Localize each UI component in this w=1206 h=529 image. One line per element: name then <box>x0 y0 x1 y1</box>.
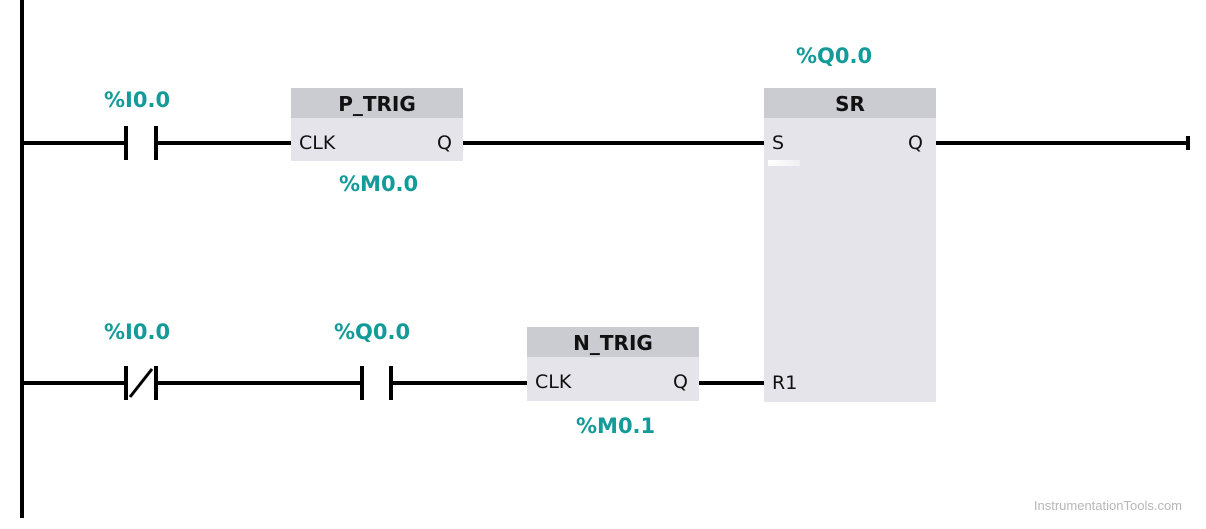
rung2-wire-nc-to-no <box>158 381 360 385</box>
p-trig-clk-pin: CLK <box>299 132 336 154</box>
watermark: InstrumentationTools.com <box>1033 498 1182 513</box>
p-trig-title: P_TRIG <box>338 92 416 116</box>
n-trig-q-pin: Q <box>673 371 688 393</box>
p-trig-header: P_TRIG <box>291 88 463 118</box>
rung1-wire-ptrig-to-sr <box>463 141 764 145</box>
output-coil-end-mark <box>1186 136 1190 150</box>
p-trig-memory-tag: %M0.0 <box>339 172 419 196</box>
rung1-contact-tag: %I0.0 <box>104 88 171 112</box>
p-trig-block[interactable]: P_TRIG CLK Q <box>291 88 463 161</box>
rung2-nc-contact-tag: %I0.0 <box>104 320 171 344</box>
n-trig-clk-pin: CLK <box>535 371 572 393</box>
n-trig-memory-tag: %M0.1 <box>576 414 656 438</box>
rung2-no-contact-tag: %Q0.0 <box>334 320 411 344</box>
sr-reset-pin: R1 <box>772 372 798 394</box>
nc-contact-left-bar <box>124 366 128 400</box>
sr-block[interactable]: SR S Q R1 <box>764 88 936 402</box>
sr-output-wire <box>936 141 1186 145</box>
n-trig-header: N_TRIG <box>527 327 699 357</box>
sr-input-highlight <box>768 160 800 166</box>
n-trig-block[interactable]: N_TRIG CLK Q <box>527 327 699 401</box>
rung1-wire-rail-to-contact <box>24 141 124 145</box>
sr-title: SR <box>835 92 865 116</box>
rung2-wire-rail-to-nc <box>24 381 124 385</box>
sr-output-tag: %Q0.0 <box>796 44 873 68</box>
contact-left-bar <box>124 126 128 160</box>
rung2-wire-ntrig-to-sr <box>699 381 764 385</box>
nc-contact-slash-icon <box>128 368 154 398</box>
sr-set-pin: S <box>772 132 785 154</box>
rung1-wire-contact-to-ptrig <box>158 141 292 145</box>
left-power-rail <box>20 0 24 518</box>
sr-header: SR <box>764 88 936 118</box>
p-trig-q-pin: Q <box>437 132 452 154</box>
contact-right-bar <box>154 126 158 160</box>
no-contact-right-bar <box>389 366 393 400</box>
n-trig-title: N_TRIG <box>573 331 653 355</box>
rung2-wire-no-to-ntrig <box>393 381 528 385</box>
nc-contact-right-bar <box>154 366 158 400</box>
sr-q-pin: Q <box>908 132 923 154</box>
no-contact-left-bar <box>360 366 364 400</box>
